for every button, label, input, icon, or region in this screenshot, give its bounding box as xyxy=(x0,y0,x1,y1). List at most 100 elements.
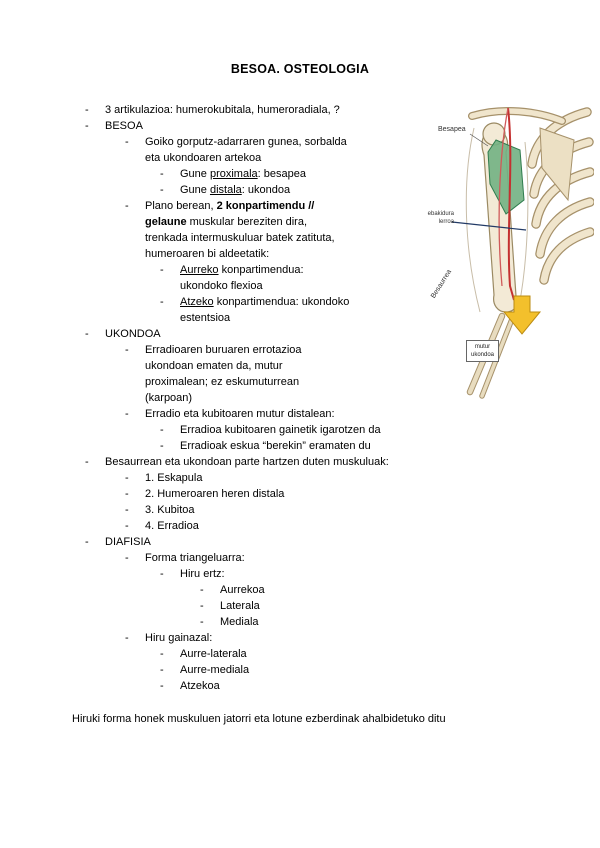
outline-item-text: Gune distala: ukondoa xyxy=(180,184,291,196)
outline-item-text: 4. Erradioa xyxy=(145,520,199,532)
outline-item-text: Erradioaren buruaren errotazioa ukondoan… xyxy=(145,344,302,404)
outline-item-text: Goiko gorputz-adarraren gunea, sorbalda … xyxy=(145,136,347,164)
arm-outline xyxy=(518,141,529,307)
bullet-dash: - xyxy=(200,600,204,612)
outline-item: - Goiko gorputz-adarraren gunea, sorbalda… xyxy=(85,134,425,166)
outline-item: - UKONDOA xyxy=(85,326,425,342)
bullet-dash: - xyxy=(200,584,204,596)
outline-item-text: Aurre-laterala xyxy=(180,648,247,660)
outline-item-text: Mediala xyxy=(220,616,259,628)
outline-item-text: Aurreko konpartimendua: ukondoko flexioa xyxy=(180,264,304,292)
outline-item-text: 3. Kubitoa xyxy=(145,504,195,516)
outline-item: - 3. Kubitoa xyxy=(85,502,425,518)
outline-item: - Aurre-laterala xyxy=(85,646,425,662)
outline-item: - DIAFISIA xyxy=(85,534,425,550)
bullet-dash: - xyxy=(160,424,164,436)
outline-item-text: Erradioa kubitoaren gainetik igarotzen d… xyxy=(180,424,381,436)
muscle-compartment-shape xyxy=(487,139,525,215)
outline-item-text: DIAFISIA xyxy=(105,536,151,548)
clavicle-shape xyxy=(468,106,566,125)
outline-item-text: Laterala xyxy=(220,600,260,612)
outline-item: - 1. Eskapula xyxy=(85,470,425,486)
outline-item: - Besaurrean eta ukondoan parte hartzen d… xyxy=(85,454,425,470)
outline-item-text: 2. Humeroaren heren distala xyxy=(145,488,285,500)
outline-item-text: Erradio eta kubitoaren mutur distalean: xyxy=(145,408,335,420)
humeral-head-shape xyxy=(482,122,506,146)
outline-item: - Atzeko konpartimendua: ukondoko estents… xyxy=(85,294,425,326)
outline-item: - Atzekoa xyxy=(85,678,425,694)
page-title: BESOA. OSTEOLOGIA xyxy=(230,62,370,76)
outline-item: - Mediala xyxy=(85,614,425,630)
label-leader-line xyxy=(469,133,489,147)
outline-item-text: 3 artikulazioa: humerokubitala, humerora… xyxy=(105,104,340,116)
outline-item-text: Aurrekoa xyxy=(220,584,265,596)
outline-item: - Erradioa kubitoaren gainetik igarotzen … xyxy=(85,422,425,438)
bullet-dash: - xyxy=(160,680,164,692)
bullet-dash: - xyxy=(125,344,129,356)
bullet-dash: - xyxy=(160,648,164,660)
outline-item: - 2. Humeroaren heren distala xyxy=(85,486,425,502)
anatomy-figure: Besapea ebakidura lerroa Besaurrea mutur… xyxy=(422,100,594,402)
outline-item-text: BESOA xyxy=(105,120,143,132)
bullet-dash: - xyxy=(125,408,129,420)
anatomy-figure-svg xyxy=(451,106,594,399)
figure-label-armpit: Besapea xyxy=(438,126,466,133)
outline-item: - Gune proximala: besapea xyxy=(85,166,425,182)
bullet-dash: - xyxy=(85,456,89,468)
outline-item-text: Aurre-mediala xyxy=(180,664,250,676)
bullet-dash: - xyxy=(160,440,164,452)
bullet-dash: - xyxy=(125,136,129,148)
outline-item-text: Atzekoa xyxy=(180,680,220,692)
outline-item: - Erradio eta kubitoaren mutur distalean: xyxy=(85,406,425,422)
bullet-dash: - xyxy=(85,104,89,116)
bullet-dash: - xyxy=(85,328,89,340)
outline-item-text: Gune proximala: besapea xyxy=(180,168,306,180)
artery-line xyxy=(507,107,515,301)
bullet-dash: - xyxy=(200,616,204,628)
outline-item: - 4. Erradioa xyxy=(85,518,425,534)
outline-item-text: UKONDOA xyxy=(105,328,161,340)
bullet-dash: - xyxy=(125,632,129,644)
outline-item-text: 1. Eskapula xyxy=(145,472,203,484)
elbow-arrow-icon xyxy=(502,295,542,335)
outline-item-text: Forma triangeluarra: xyxy=(145,552,245,564)
section-line xyxy=(451,221,527,231)
outline-item-text: Plano berean, 2 konpartimendu // gelaune… xyxy=(145,200,335,260)
artery-branch-line xyxy=(498,107,509,287)
outline-item-text: Erradioak eskua “berekin” eramaten du xyxy=(180,440,371,452)
outline-item: - Hiru ertz: xyxy=(85,566,425,582)
outline-item: - BESOA xyxy=(85,118,425,134)
arm-outline xyxy=(465,127,481,313)
bullet-dash: - xyxy=(125,552,129,564)
bullet-dash: - xyxy=(160,568,164,580)
outline-item: - Forma triangeluarra: xyxy=(85,550,425,566)
outline: - 3 artikulazioa: humerokubitala, humeror… xyxy=(85,102,425,694)
outline-item: -Gune distala: ukondoa xyxy=(85,182,425,198)
scapula-shape xyxy=(539,127,575,202)
outline-item: - Aurrekoa xyxy=(85,582,425,598)
bullet-dash: - xyxy=(160,296,164,308)
outline-item: - Aurre-mediala xyxy=(85,662,425,678)
bullet-dash: - xyxy=(125,200,129,212)
bullet-dash: - xyxy=(125,488,129,500)
outline-item: -Aurreko konpartimendua: ukondoko flexio… xyxy=(85,262,425,294)
outline-item: - Plano berean, 2 konpartimendu // gelaun… xyxy=(85,198,425,262)
outline-item-text: Atzeko konpartimendua: ukondoko estentsi… xyxy=(180,296,350,324)
outline-item: - Laterala xyxy=(85,598,425,614)
bullet-dash: - xyxy=(125,472,129,484)
outline-item-text: Hiru ertz: xyxy=(180,568,225,580)
bullet-dash: - xyxy=(85,120,89,132)
bullet-dash: - xyxy=(160,168,164,180)
closing-paragraph: Hiruki forma honek muskuluen jatorri eta… xyxy=(72,713,446,725)
bullet-dash: - xyxy=(85,536,89,548)
bullet-dash: - xyxy=(160,664,164,676)
outline-item: - Erradioak eskua “berekin” eramaten du xyxy=(85,438,425,454)
outline-item: - Erradioaren buruaren errotazioa ukondoa… xyxy=(85,342,425,406)
outline-item: -Hiru gainazal: xyxy=(85,630,425,646)
outline-item-text: Besaurrean eta ukondoan parte hartzen du… xyxy=(105,456,389,468)
figure-label-section-line: ebakidura lerroa xyxy=(427,211,454,225)
figure-label-elbow: mutur ukondoa xyxy=(466,340,500,362)
bullet-dash: - xyxy=(125,520,129,532)
bullet-dash: - xyxy=(125,504,129,516)
